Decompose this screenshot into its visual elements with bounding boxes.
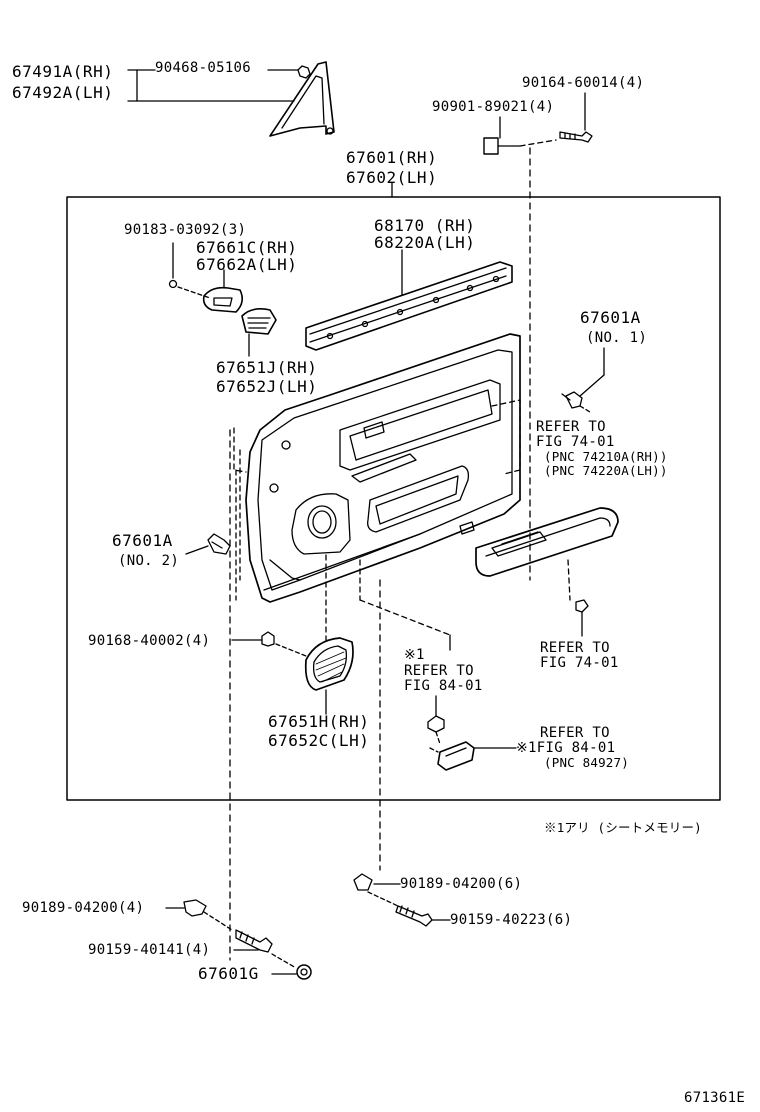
label-67601: 67601(RH) — [346, 148, 438, 167]
label-90901: 90901-89021(4) — [432, 99, 555, 115]
label-67601a-no2-sub: (NO. 2) — [118, 553, 180, 569]
label-90468: 90468-05106 — [155, 60, 252, 76]
label-67652c: 67652C(LH) — [268, 731, 370, 750]
clip-90189-left — [183, 899, 207, 917]
door-trim-panel — [245, 333, 521, 603]
label-67601a-no2: 67601A — [112, 531, 173, 550]
label-90189-right: 90189-04200(6) — [400, 876, 523, 892]
label-67652j: 67652J(LH) — [216, 377, 318, 396]
handle-cover-67651j — [241, 308, 277, 335]
ref-84-01b-line2: ※1FIG 84-01 — [516, 740, 616, 756]
clip-90189-right — [353, 873, 373, 891]
ref-74-01-line2: FIG 74-01 — [536, 434, 615, 450]
ref-84-01-mark: ※1 — [404, 647, 425, 663]
label-67602: 67602(LH) — [346, 168, 438, 187]
label-67651h: 67651H(RH) — [268, 712, 370, 731]
ref-74-01-line3: (PNC 74210A(RH)) — [544, 449, 668, 464]
ref-84-01b-line3: (PNC 84927) — [544, 755, 629, 770]
label-67651j: 67651J(RH) — [216, 358, 318, 377]
bracket-67491a — [127, 69, 299, 102]
label-90159-right: 90159-40223(6) — [450, 912, 573, 928]
label-90168: 90168-40002(4) — [88, 633, 211, 649]
ref-74-01b-line1: REFER TO — [540, 640, 610, 656]
ref-74-01-line4: (PNC 74220A(LH)) — [544, 463, 668, 478]
armrest-74210a — [475, 507, 619, 577]
cap-67601g — [296, 964, 312, 980]
label-67662a: 67662A(LH) — [196, 255, 298, 274]
label-67601a-no1: 67601A — [580, 308, 641, 327]
ref-84-01b-line1: REFER TO — [540, 725, 610, 741]
label-90159-left: 90159-40141(4) — [88, 942, 211, 958]
ref-84-01-line1: REFER TO — [404, 663, 474, 679]
ref-74-01b-line2: FIG 74-01 — [540, 655, 619, 671]
label-67601g: 67601G — [198, 964, 259, 983]
footnote-seat-memory: ※1アリ (シートメモリー) — [544, 820, 702, 835]
mirror-cover-part — [269, 61, 335, 137]
clip-90901 — [483, 137, 521, 155]
label-68170: 68170 (RH) — [374, 216, 476, 235]
screw-90168 — [261, 631, 275, 647]
label-67492a: 67492A(LH) — [12, 83, 114, 102]
label-68220a: 68220A(LH) — [374, 233, 476, 252]
ref-74-01-line1: REFER TO — [536, 419, 606, 435]
screw-armrest — [575, 599, 589, 613]
label-90164: 90164-60014(4) — [522, 75, 645, 91]
label-67601a-no1-sub: (NO. 1) — [586, 330, 648, 346]
label-90183: 90183-03092(3) — [124, 222, 247, 238]
clip-67601a-no1 — [561, 391, 583, 409]
speaker-grille-67651h — [304, 637, 354, 691]
label-67491a: 67491A(RH) — [12, 62, 114, 81]
assembly-frame — [66, 196, 721, 801]
clip-67601a-no2 — [207, 533, 231, 555]
switch-84927 — [437, 741, 475, 771]
screw-84-01 — [427, 715, 445, 733]
label-90189-left: 90189-04200(4) — [22, 900, 145, 916]
screw-90468 — [297, 65, 311, 79]
bezel-67661c — [202, 286, 244, 313]
ref-84-01-line2: FIG 84-01 — [404, 678, 483, 694]
screw-90159-left — [235, 929, 273, 953]
diagram-id: 671361E — [684, 1090, 746, 1106]
screw-90164 — [559, 131, 593, 143]
moulding-strip-68170 — [305, 261, 513, 351]
screw-90159-right — [395, 905, 433, 927]
label-67661c: 67661C(RH) — [196, 238, 298, 257]
